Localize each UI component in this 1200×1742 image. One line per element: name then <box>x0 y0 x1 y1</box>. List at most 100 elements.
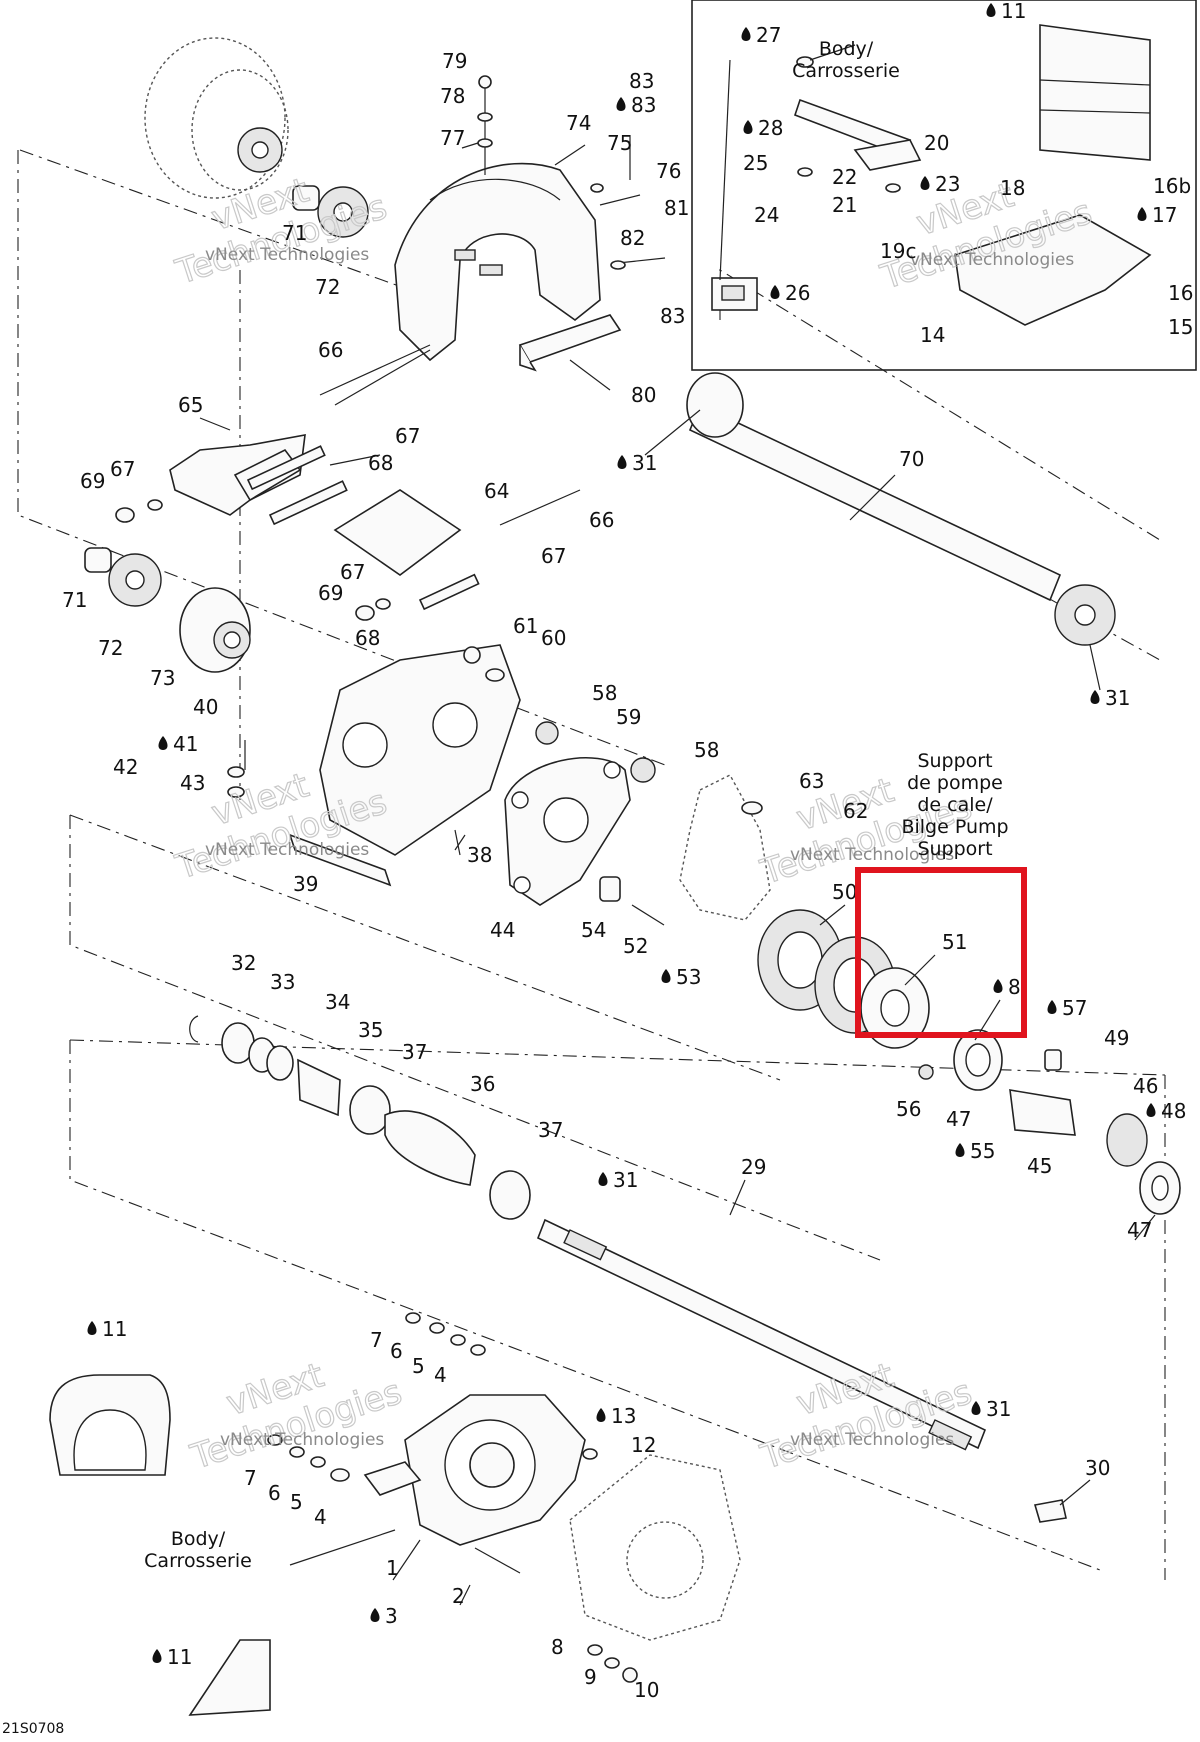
oil-drop-icon <box>955 1143 965 1157</box>
note-line-bilge: Support <box>917 838 992 860</box>
callout-number: 12 <box>631 1433 656 1457</box>
callout-number: 44 <box>490 918 515 942</box>
callout-number: 49 <box>1104 1026 1129 1050</box>
callout-number: 83 <box>629 69 654 93</box>
plate-44 <box>504 757 631 906</box>
oil-drop-icon <box>1137 207 1147 221</box>
callout-number: 57 <box>1062 996 1087 1020</box>
callout-number: 82 <box>620 226 645 250</box>
callout-number: 72 <box>315 275 340 299</box>
callout-number: 66 <box>318 338 343 362</box>
oil-drop-icon <box>743 120 753 134</box>
oil-drop-icon <box>1090 690 1100 704</box>
callout-number: 35 <box>358 1018 383 1042</box>
callout-number: 36 <box>470 1072 495 1096</box>
callout-number: 42 <box>113 755 138 779</box>
callout-number: 37 <box>402 1040 427 1064</box>
callout-number: 32 <box>231 951 256 975</box>
oil-drop-icon <box>596 1408 606 1422</box>
oil-drop-icon <box>993 979 1003 993</box>
note-line-body-bottom: Carrosserie <box>144 1550 252 1572</box>
callout-number: 48 <box>1161 1099 1186 1123</box>
callout-number: 67 <box>110 457 135 481</box>
oil-drop-icon <box>616 97 626 111</box>
oil-drop-icon <box>741 27 751 41</box>
callout-number: 19c <box>880 239 916 263</box>
callout-number: 73 <box>150 666 175 690</box>
oil-drop-icon <box>87 1321 97 1335</box>
callout-number: 69 <box>80 469 105 493</box>
fasteners-bottom <box>267 1312 638 1683</box>
callout-number: 41 <box>173 732 198 756</box>
intake-grates <box>49 1374 271 1716</box>
watermark-small: vNext Technologies <box>205 840 369 860</box>
callout-number: 20 <box>924 131 949 155</box>
callout-number: 1 <box>386 1556 399 1580</box>
oil-drop-icon <box>661 969 671 983</box>
oil-drop-icon <box>770 285 780 299</box>
highlight-box <box>855 867 1027 1038</box>
bracket-80 <box>518 314 622 372</box>
coupler-top <box>292 185 369 238</box>
oil-drop-icon <box>598 1172 608 1186</box>
note-line-bilge: Bilge Pump <box>901 816 1008 838</box>
callout-number: 21 <box>832 193 857 217</box>
oil-drop-icon <box>617 455 627 469</box>
inset-frame <box>691 0 1197 371</box>
callout-number: 39 <box>293 872 318 896</box>
callout-number: 14 <box>920 323 945 347</box>
callout-number: 34 <box>325 990 350 1014</box>
callout-number: 51 <box>942 930 967 954</box>
callout-number: 71 <box>282 221 307 245</box>
watermark-small: vNext Technologies <box>910 250 1074 270</box>
callout-number: 29 <box>741 1155 766 1179</box>
callout-number: 61 <box>513 614 538 638</box>
callout-number: 4 <box>314 1505 327 1529</box>
callout-number: 6 <box>268 1481 281 1505</box>
callout-number: 47 <box>946 1107 971 1131</box>
callout-number: 78 <box>440 84 465 108</box>
callout-number: 18 <box>1000 176 1025 200</box>
shaft-29 <box>536 1218 1067 1523</box>
callout-number: 31 <box>986 1397 1011 1421</box>
oil-drop-icon <box>158 736 168 750</box>
engine-flywheel-ghost <box>144 37 289 199</box>
note-line-bilge: de pompe <box>907 772 1003 794</box>
callout-number: 11 <box>1001 0 1026 23</box>
leader-lines <box>199 44 1156 1606</box>
callout-number: 45 <box>1027 1154 1052 1178</box>
callout-number: 79 <box>442 49 467 73</box>
callout-number: 5 <box>412 1354 425 1378</box>
callout-number: 68 <box>355 626 380 650</box>
note-line-body-bottom: Body/ <box>171 1528 226 1550</box>
callout-number: 15 <box>1168 315 1193 339</box>
callout-number: 77 <box>440 126 465 150</box>
jet-pump-ghost <box>569 1454 741 1641</box>
callout-number: 16b <box>1153 174 1191 198</box>
callout-number: 63 <box>799 769 824 793</box>
callout-number: 9 <box>584 1665 597 1689</box>
callout-number: 38 <box>467 843 492 867</box>
small-parts-mid <box>227 646 763 926</box>
bilge-pump-support-ghost <box>679 774 771 921</box>
callout-number: 31 <box>632 451 657 475</box>
oil-drop-icon <box>986 3 996 17</box>
callout-number: 74 <box>566 111 591 135</box>
callout-number: 67 <box>340 560 365 584</box>
callout-number: 27 <box>756 23 781 47</box>
oil-drop-icon <box>370 1608 380 1622</box>
callout-number: 46 <box>1133 1074 1158 1098</box>
watermark-small: vNext Technologies <box>790 845 954 865</box>
oil-drop-icon <box>971 1401 981 1415</box>
callout-number: 30 <box>1085 1456 1110 1480</box>
pump-housing-1 <box>363 1394 586 1574</box>
reference-code: 21S0708 <box>2 1721 64 1737</box>
callout-number: 56 <box>896 1097 921 1121</box>
note-line-bilge: de cale/ <box>917 794 993 816</box>
callout-number: 11 <box>102 1317 127 1341</box>
oil-drop-icon <box>152 1649 162 1663</box>
callout-number: 11 <box>167 1645 192 1669</box>
